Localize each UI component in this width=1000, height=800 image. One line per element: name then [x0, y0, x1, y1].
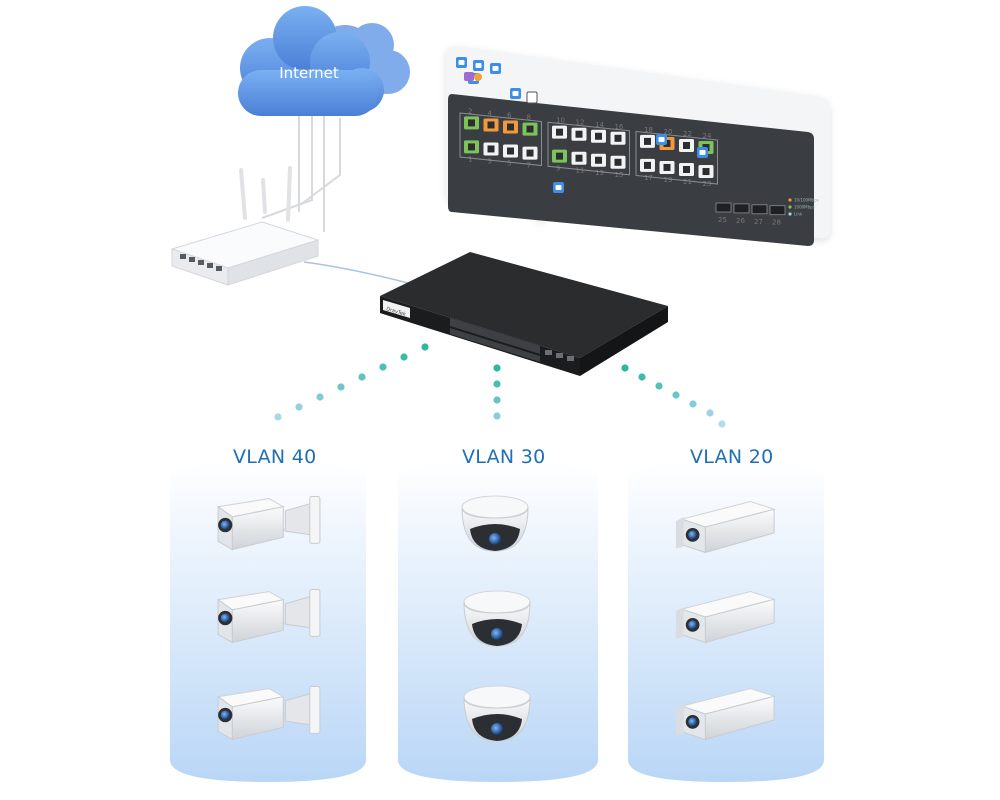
sfp-port-icon [715, 202, 732, 213]
port-number: 1 [468, 155, 472, 163]
vlan-tag-mark [555, 185, 562, 190]
port-socket [526, 149, 534, 157]
internet-cables [261, 96, 341, 232]
port-number: 4 [488, 109, 493, 117]
port-number: 24 [703, 132, 712, 140]
port-group-frame [459, 112, 542, 167]
port-socket [487, 145, 495, 153]
port-number: 16 [615, 123, 624, 131]
port-socket [468, 143, 475, 151]
port-socket [507, 147, 514, 155]
cloud-label: Internet [279, 64, 339, 82]
legend-dot [788, 212, 792, 216]
port-number: 22 [683, 130, 692, 138]
port-socket [595, 156, 602, 164]
device-icon [526, 91, 538, 104]
port-socket [595, 132, 602, 140]
legend-label: Link [794, 212, 803, 217]
port-socket [526, 125, 534, 133]
vlan-tag-mark [475, 63, 482, 68]
port-group-frame [635, 130, 718, 185]
port-socket [683, 141, 690, 149]
router-switch-cable [303, 261, 413, 285]
internet-cloud: Internet [238, 6, 410, 116]
legend-dot [788, 198, 792, 202]
port-socket [556, 128, 563, 136]
port-socket [614, 134, 622, 142]
switch-device: DrayTek [380, 252, 668, 376]
port-socket [683, 165, 690, 173]
link-dots-vlan-20 [621, 364, 726, 428]
vlan-tag-mark [492, 66, 499, 71]
port-number: 11 [576, 167, 585, 175]
vlan-20-label: VLAN 20 [690, 446, 774, 468]
port-number: 12 [576, 119, 585, 127]
port-number: 21 [683, 178, 692, 186]
legend-dot [788, 205, 792, 209]
port-number: 13 [595, 169, 604, 177]
port-number: 8 [527, 114, 531, 122]
sfp-port-number: 26 [736, 217, 745, 225]
port-group-frame [547, 121, 630, 176]
port-number: 14 [595, 121, 604, 129]
port-number: 18 [644, 126, 653, 134]
port-number: 20 [664, 128, 673, 136]
port-number: 17 [644, 174, 653, 182]
port-number: 9 [556, 165, 560, 173]
port-socket [575, 130, 583, 138]
port-number: 23 [703, 180, 712, 188]
sfp-port-icon [751, 204, 768, 215]
legend-label: 10/100Mbps [794, 198, 819, 203]
port-socket [556, 152, 563, 160]
port-socket [663, 139, 671, 147]
legend-label: 1000Mbps [794, 205, 815, 210]
sfp-port-icon [733, 203, 750, 214]
sfp-port-icon [769, 205, 786, 216]
sfp-port-number: 28 [772, 219, 781, 227]
port-socket [487, 121, 495, 129]
link-dots-vlan-30 [493, 364, 501, 420]
vlan-tag-icon [464, 72, 474, 81]
sfp-port-number: 25 [718, 216, 727, 224]
vlan-tag-mark [699, 150, 706, 155]
vlan-tag-mark [512, 91, 519, 96]
port-number: 5 [507, 160, 511, 168]
switch-brand: DrayTek [385, 306, 406, 318]
link-dots-vlan-40 [274, 343, 429, 421]
port-number: 2 [468, 107, 472, 115]
port-number: 3 [488, 157, 492, 165]
port-number: 6 [507, 112, 512, 120]
port-number: 10 [556, 117, 565, 125]
vlan-30-label: VLAN 30 [462, 446, 546, 468]
alert-icon [474, 73, 482, 81]
sfp-port-number: 27 [754, 218, 763, 226]
port-socket [663, 163, 671, 171]
port-socket [575, 154, 583, 162]
port-socket [468, 119, 475, 127]
vlan-tag-mark [658, 137, 665, 142]
vlan-tag-mark [458, 60, 465, 65]
port-socket [702, 168, 710, 176]
router-icon [170, 166, 320, 286]
port-number: 19 [664, 176, 673, 184]
port-number: 15 [615, 171, 624, 179]
port-socket [644, 161, 651, 169]
vlan-40-label: VLAN 40 [233, 446, 317, 468]
port-number: 7 [527, 162, 531, 170]
port-socket [614, 158, 622, 166]
port-socket [644, 137, 651, 145]
port-socket [507, 123, 514, 131]
